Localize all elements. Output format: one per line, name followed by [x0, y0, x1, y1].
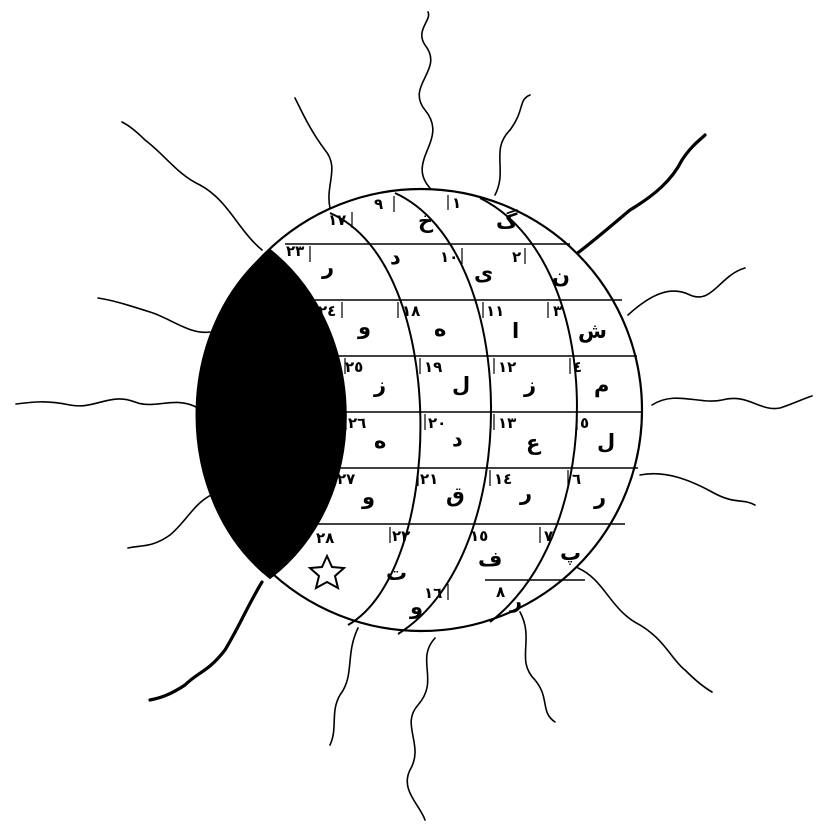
- cell-number-25: ٢٥: [345, 358, 363, 376]
- cell-letter-23: ر: [321, 255, 334, 279]
- ray-bottom-left-2: [150, 582, 262, 700]
- cell-letter-21: ق: [446, 483, 465, 507]
- cell-letter-19: ل: [452, 373, 470, 397]
- cell-letter-1: گ: [496, 208, 518, 233]
- cell-number-2: ٢: [512, 248, 521, 266]
- cell-number-15: ١٥: [470, 527, 488, 545]
- ray-bottom: [407, 638, 435, 820]
- cell-number-20: ٢٠: [428, 414, 446, 432]
- cell-letter-3: ش: [578, 319, 607, 343]
- cell-number-5: ٥: [580, 414, 589, 432]
- cell-number-4: ٤: [573, 358, 582, 376]
- ray-top-right-2: [575, 135, 705, 255]
- cell-letter-4: م: [594, 373, 609, 397]
- cell-letter-5: ل: [597, 430, 615, 454]
- cell-letter-6: ر: [593, 485, 606, 509]
- cell-number-16: ١٦: [424, 584, 442, 602]
- ray-bottom-right: [520, 612, 555, 722]
- cell-letter-16: و: [409, 595, 423, 619]
- cell-letter-8: ر: [509, 589, 522, 613]
- ray-left-1: [128, 492, 218, 548]
- cell-letter-2: ن: [552, 264, 570, 288]
- cell-letter-14: ر: [519, 481, 532, 505]
- cell-number-28: ٢٨: [316, 529, 334, 547]
- cell-number-1: ١: [452, 194, 461, 212]
- cell-letter-17: د: [390, 245, 401, 269]
- cell-number-14: ١٤: [494, 470, 512, 488]
- cell-number-26: ٢٦: [348, 414, 366, 432]
- cell-number-9: ٩: [374, 195, 383, 213]
- ray-bottom-left-1: [330, 628, 358, 745]
- cell-letter-24: و: [357, 315, 371, 339]
- ray-right-3: [640, 474, 755, 505]
- ray-top: [419, 12, 433, 188]
- ray-right-1: [628, 268, 745, 315]
- cell-number-22: ٢٢: [392, 527, 410, 545]
- cell-number-11: ١١: [486, 302, 504, 320]
- cell-letter-20: د: [452, 427, 463, 451]
- cell-number-7: ٧: [544, 527, 553, 545]
- cell-letter-7: پ: [560, 541, 581, 565]
- cell-letter-13: ع: [526, 431, 542, 455]
- cell-letter-11: ا: [512, 319, 519, 343]
- cell-letter-22: ت: [386, 561, 407, 585]
- cell-letter-26: ه: [374, 429, 386, 453]
- cell-number-10: ١٠: [440, 248, 458, 266]
- cell-letter-18: ه: [434, 317, 446, 341]
- cell-letter-25: ز: [373, 373, 386, 397]
- cell-number-13: ١٣: [498, 414, 516, 432]
- ray-top-left-1: [122, 122, 262, 250]
- cell-number-27: ٢٧: [337, 470, 355, 488]
- cell-number-3: ٣: [553, 302, 562, 320]
- ray-right-4: [578, 568, 712, 692]
- ray-top-right-1: [495, 95, 530, 195]
- cell-number-24: ٢٤: [318, 302, 336, 320]
- ray-top-left-2: [295, 98, 332, 208]
- cell-number-12: ١٢: [498, 358, 516, 376]
- cell-number-8: ٨: [496, 583, 505, 601]
- ray-right-2: [652, 396, 812, 409]
- cell-letter-12: ز: [523, 373, 536, 397]
- ray-left-3: [98, 298, 210, 332]
- cell-letter-27: و: [361, 485, 375, 509]
- cell-number-23: ٢٣: [286, 242, 304, 260]
- cell-number-17: ١٧: [328, 211, 346, 229]
- cell-number-21: ٢١: [420, 470, 438, 488]
- cell-letter-9: خ: [418, 209, 434, 233]
- cell-letter-10: ی: [474, 261, 493, 285]
- ray-left-2: [16, 399, 198, 408]
- cell-letter-15: ف: [478, 547, 502, 571]
- cell-number-6: ٦: [572, 470, 581, 488]
- cell-number-18: ١٨: [402, 302, 420, 320]
- cell-number-19: ١٩: [424, 358, 442, 376]
